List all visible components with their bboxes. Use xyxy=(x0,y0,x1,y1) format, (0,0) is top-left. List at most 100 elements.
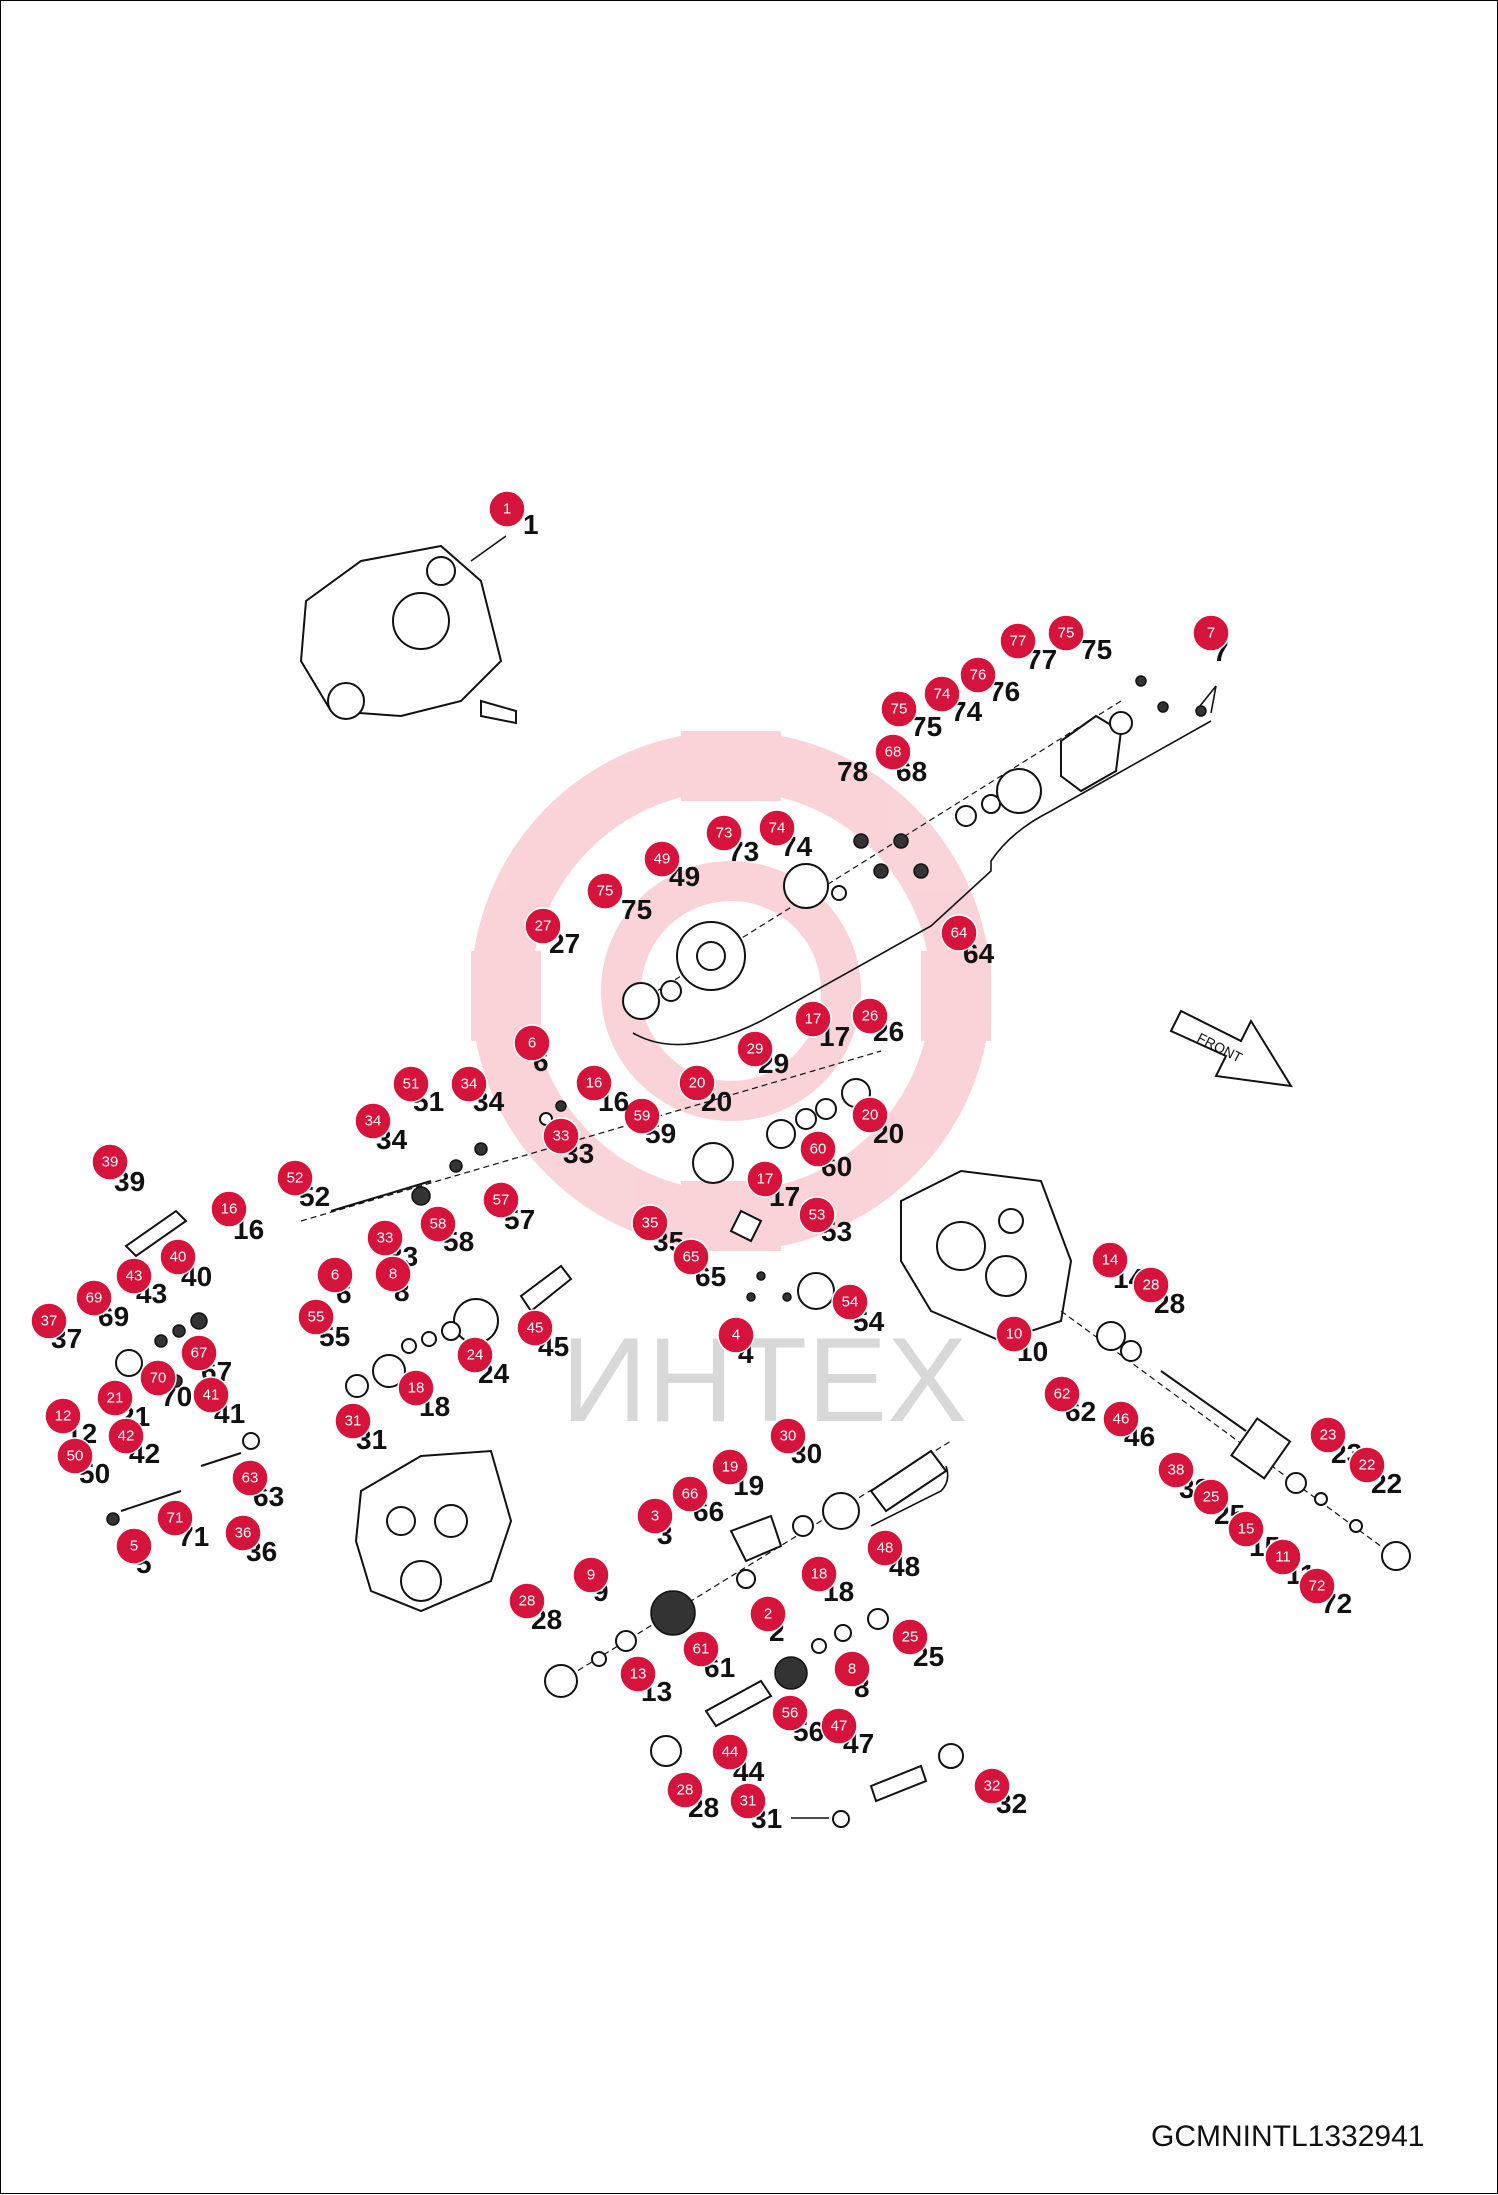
callout-badge-number: 48 xyxy=(877,1540,894,1557)
callout-badge-number: 21 xyxy=(107,1390,124,1407)
callout-badge-icon xyxy=(794,1000,832,1038)
callout-badge-number: 23 xyxy=(1320,1427,1337,1444)
drawing-code: GCMNINTL1332941 xyxy=(1151,2120,1424,2153)
right-housing-drawing xyxy=(900,1169,1411,1571)
callout-badge-number: 71 xyxy=(167,1510,184,1527)
callout-badge-icon xyxy=(354,1102,392,1140)
callout-badge-icon xyxy=(769,1417,807,1455)
callout-badge-number: 49 xyxy=(654,851,671,868)
shift-linkage-drawing xyxy=(106,1209,260,1526)
callout-badge-number: 16 xyxy=(586,1075,603,1092)
callout-badge-number: 5 xyxy=(130,1538,138,1555)
callout-badge-icon xyxy=(1043,1375,1081,1413)
callout-badge-icon xyxy=(758,809,796,847)
callout-badge-number: 37 xyxy=(41,1313,58,1330)
callout-badge-icon xyxy=(1157,1451,1195,1489)
callout-8: 88 xyxy=(833,1650,871,1703)
callout-badge-icon xyxy=(643,840,681,878)
callout-badge-number: 77 xyxy=(1010,633,1027,650)
callout-badge-icon xyxy=(820,1707,858,1745)
callout-badge-number: 1 xyxy=(503,501,511,518)
callout-badge-icon xyxy=(56,1437,94,1475)
callout-badge-number: 8 xyxy=(848,1661,856,1678)
callout-badge-icon xyxy=(973,1767,1011,1805)
callout-2: 22 xyxy=(749,1595,787,1647)
callout-badge-icon xyxy=(316,1256,354,1294)
callout-badge-number: 30 xyxy=(780,1428,797,1445)
callout-badge-icon xyxy=(575,1064,613,1102)
callout-badge-icon xyxy=(940,914,978,952)
callout-badge-icon xyxy=(678,1064,716,1102)
callout-badge-number: 73 xyxy=(716,825,733,842)
part-number-label: 75 xyxy=(1081,634,1112,665)
leader-line xyxy=(470,535,507,562)
callout-badge-number: 17 xyxy=(757,1171,774,1188)
callout-badge-icon xyxy=(631,1204,669,1242)
callout-badge-number: 28 xyxy=(1143,1277,1160,1294)
callout-badge-icon xyxy=(705,814,743,852)
callout-badge-number: 8 xyxy=(389,1266,397,1283)
callout-badge-icon xyxy=(374,1255,412,1293)
callout-8: 88 xyxy=(374,1255,412,1307)
callout-badge-number: 34 xyxy=(365,1113,382,1130)
callout-badge-icon xyxy=(210,1190,248,1228)
callout-badge-number: 28 xyxy=(677,1782,694,1799)
callout-badge-icon xyxy=(159,1238,197,1276)
callout-badge-icon xyxy=(1192,1478,1230,1516)
callout-badge-number: 57 xyxy=(493,1192,510,1209)
callout-badge-number: 18 xyxy=(408,1380,425,1397)
callout-badge-icon xyxy=(891,1618,929,1656)
callout-badge-icon xyxy=(671,1475,709,1513)
lower-gear-cluster-drawing xyxy=(544,1440,964,1828)
callout-badge-icon xyxy=(1309,1416,1347,1454)
callout-badge-number: 20 xyxy=(862,1107,879,1124)
callout-badge-number: 40 xyxy=(170,1249,187,1266)
callout-7: 77 xyxy=(1192,614,1230,667)
callout-badge-icon xyxy=(508,1582,546,1620)
callout-badge-icon xyxy=(1047,614,1085,652)
callout-badge-icon xyxy=(923,675,961,713)
callout-badge-number: 13 xyxy=(630,1666,647,1683)
callout-badge-number: 35 xyxy=(642,1215,659,1232)
callout-badge-icon xyxy=(672,1238,710,1276)
callout-badge-icon xyxy=(1348,1446,1386,1484)
callout-badge-icon xyxy=(180,1334,218,1372)
callout-badge-icon xyxy=(711,1448,749,1486)
callout-badge-icon xyxy=(995,1315,1033,1353)
callout-badge-icon xyxy=(880,690,918,728)
callout-badge-number: 65 xyxy=(683,1249,700,1266)
